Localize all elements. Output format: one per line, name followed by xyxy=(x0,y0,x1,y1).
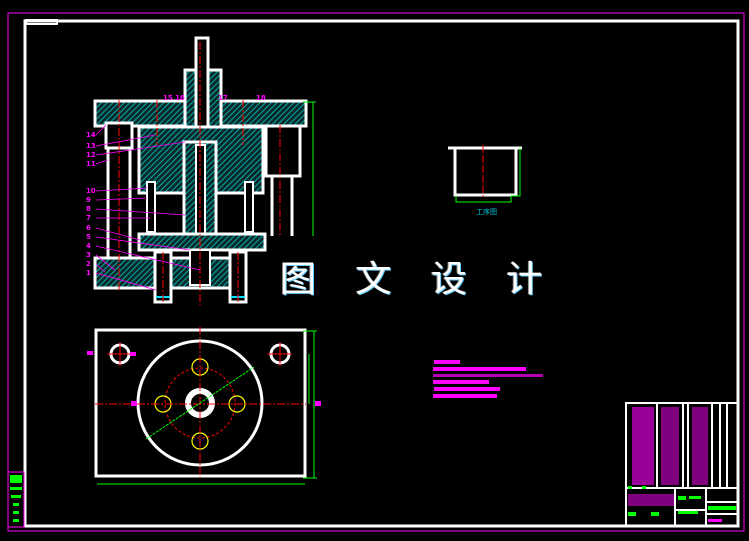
inner-border xyxy=(23,19,740,528)
plan-view xyxy=(87,327,321,485)
callout-1: 1 xyxy=(86,269,91,277)
side-strip xyxy=(7,471,25,528)
callout-12: 12 xyxy=(86,151,96,159)
callout-17: 17 xyxy=(218,94,228,102)
callout-11: 11 xyxy=(86,160,96,168)
callouts: 14 13 12 11 10 9 8 7 6 5 4 3 2 1 15 16 1… xyxy=(86,94,266,291)
callout-16: 16 xyxy=(175,94,185,102)
callout-5: 5 xyxy=(86,233,91,241)
process-view: 工序图 xyxy=(448,145,522,216)
callout-6: 6 xyxy=(86,224,91,232)
process-view-label: 工序图 xyxy=(476,207,497,216)
outer-frame xyxy=(7,12,745,532)
callout-7: 7 xyxy=(86,214,91,222)
callout-18: 18 xyxy=(256,94,266,102)
callout-13: 13 xyxy=(86,142,96,150)
callout-14: 14 xyxy=(86,131,96,139)
corner-label-box xyxy=(25,19,58,25)
callout-9: 9 xyxy=(86,196,91,204)
callout-10: 10 xyxy=(86,187,96,195)
technical-notes xyxy=(433,360,543,398)
callout-15: 15 xyxy=(163,94,173,102)
callout-3: 3 xyxy=(86,251,91,259)
title-block xyxy=(625,402,739,527)
callout-8: 8 xyxy=(86,205,91,213)
callout-2: 2 xyxy=(86,260,91,268)
callout-4: 4 xyxy=(86,242,91,250)
watermark: 图 文 设 计 xyxy=(280,259,557,300)
